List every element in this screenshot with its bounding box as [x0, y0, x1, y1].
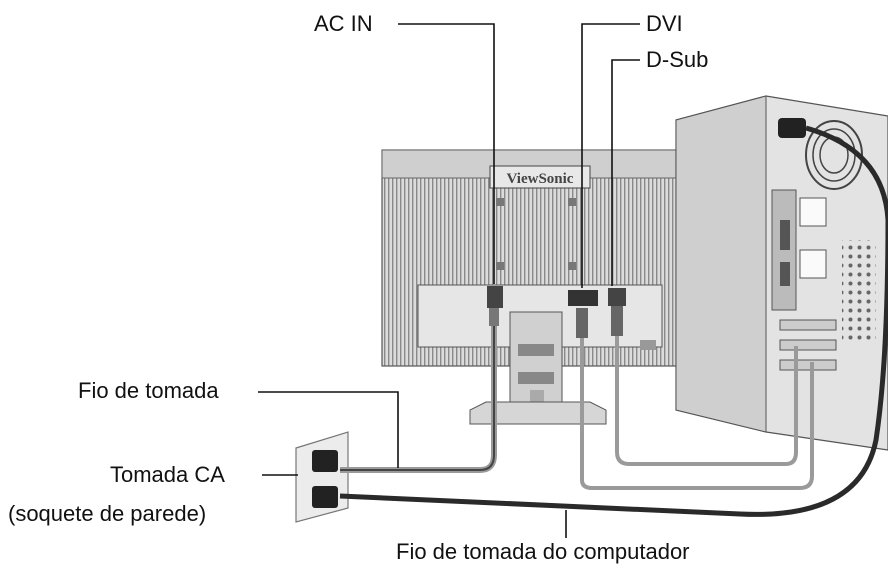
- dvi-port: [568, 290, 598, 306]
- computer-power-cable: [339, 125, 888, 517]
- dsub-cable: [615, 336, 798, 466]
- monitor-stand: [469, 311, 607, 425]
- dsub-label: D-Sub: [646, 47, 709, 72]
- computer-tower: [675, 95, 888, 451]
- computer-power-cord-label: Fio de tomada do computador: [396, 539, 690, 564]
- power-cord-leader: [258, 391, 399, 468]
- dsub-leader: [611, 59, 640, 286]
- wall-socket-label: (soquete de parede): [8, 501, 207, 526]
- wall-outlet: [295, 431, 349, 523]
- ac-outlet-label: Tomada CA: [110, 462, 225, 487]
- dvi-cable: [580, 338, 814, 490]
- ac-in-label: AC IN: [314, 11, 373, 36]
- ac-in-leader: [398, 23, 495, 284]
- dvi-leader: [581, 23, 640, 288]
- dsub-port: [608, 288, 626, 306]
- monitor-power-cable: [340, 326, 497, 473]
- brand-logo: ViewSonic: [507, 171, 574, 187]
- power-cord-label: Fio de tomada: [78, 378, 219, 403]
- dvi-label: DVI: [646, 11, 683, 36]
- ac-in-port: [487, 286, 503, 308]
